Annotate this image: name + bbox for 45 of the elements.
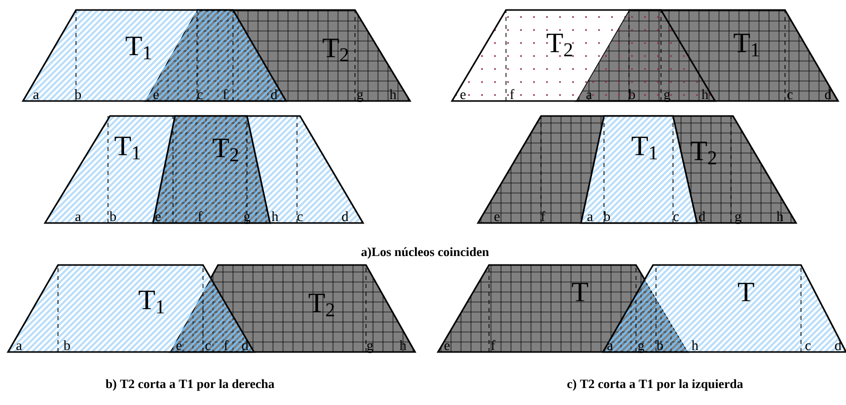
point-label: c [205, 343, 211, 350]
point-label: a [586, 92, 592, 100]
point-label: e [176, 343, 182, 350]
point-label: a [75, 214, 81, 222]
point-label: f [224, 340, 228, 350]
point-label: e [153, 92, 159, 100]
point-label: b [628, 89, 635, 100]
point-label: f [541, 211, 546, 221]
point-label: e [444, 343, 450, 350]
point-label: h [400, 340, 406, 350]
point-label: h [702, 89, 708, 99]
point-label: f [198, 211, 202, 221]
caption: c) T2 corta a T1 por la izquierda [567, 379, 743, 391]
point-label: e [155, 214, 161, 222]
point-label: d [825, 89, 832, 100]
caption: a)Los núcleos coinciden [361, 247, 489, 259]
point-label: f [491, 340, 496, 350]
point-label: b [64, 340, 70, 350]
point-label: a [33, 92, 39, 100]
point-label: h [776, 211, 784, 221]
point-label: d [342, 211, 348, 222]
node-label: T$_{2}$ [546, 34, 572, 56]
point-label: b [656, 340, 663, 350]
point-label: d [699, 211, 706, 222]
point-label: f [223, 89, 228, 99]
point-label: a [16, 343, 22, 350]
point-label: c [297, 214, 303, 222]
caption: b) T2 corta a T1 por la derecha [106, 379, 274, 391]
point-label: c [805, 343, 811, 350]
point-label: e [494, 214, 500, 222]
point-label: h [692, 340, 698, 350]
point-label: e [460, 92, 466, 100]
point-label: c [787, 92, 793, 100]
point-label: h [272, 211, 278, 221]
point-label: d [271, 89, 278, 100]
point-label: c [197, 92, 203, 100]
point-label: a [607, 343, 613, 350]
point-label: h [390, 89, 396, 99]
point-label: a [587, 214, 593, 222]
point-label: c [673, 214, 679, 222]
point-label: b [74, 89, 81, 100]
point-label: b [604, 211, 610, 222]
point-label: b [110, 211, 116, 222]
point-label: d [242, 340, 248, 350]
point-label: f [510, 89, 514, 99]
